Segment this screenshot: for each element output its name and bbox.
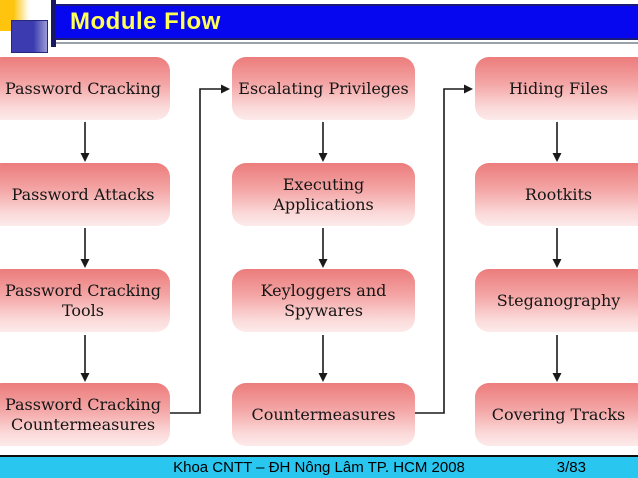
flow-box-covering-tracks: Covering Tracks — [475, 383, 638, 446]
blue-square-decoration — [11, 20, 48, 53]
arrow-col2-row3-row4 — [318, 335, 328, 382]
arrow-col1-row1-row2 — [80, 122, 90, 162]
footer-page-number: 3/83 — [556, 459, 586, 476]
page-title: Module Flow — [70, 8, 221, 35]
elbow-connector-col2-col3 — [415, 84, 473, 414]
flow-box-rootkits: Rootkits — [475, 163, 638, 226]
arrow-col1-row3-row4 — [80, 335, 90, 382]
flow-box-password-attacks: Password Attacks — [0, 163, 170, 226]
title-bar: Module Flow — [56, 4, 638, 40]
arrow-col3-row1-row2 — [552, 122, 562, 162]
flow-box-keyloggers-and-spywares: Keyloggers and Spywares — [232, 269, 415, 332]
elbow-connector-col1-col2 — [170, 84, 230, 414]
flow-box-steganography: Steganography — [475, 269, 638, 332]
flow-box-countermeasures: Countermeasures — [232, 383, 415, 446]
flow-box-escalating-privileges: Escalating Privileges — [232, 57, 415, 120]
arrow-col1-row2-row3 — [80, 228, 90, 268]
flow-box-password-cracking-tools: Password Cracking Tools — [0, 269, 170, 332]
flow-box-password-cracking: Password Cracking — [0, 57, 170, 120]
title-underline — [56, 42, 638, 44]
flow-box-password-cracking-countermeasures: Password Cracking Countermeasures — [0, 383, 170, 446]
navy-divider-bar — [51, 0, 56, 47]
flow-box-hiding-files: Hiding Files — [475, 57, 638, 120]
arrow-col2-row2-row3 — [318, 228, 328, 268]
arrow-col3-row3-row4 — [552, 335, 562, 382]
flow-box-executing-applications: Executing Applications — [232, 163, 415, 226]
footer-text: Khoa CNTT – ĐH Nông Lâm TP. HCM 2008 — [173, 459, 465, 476]
arrow-col2-row1-row2 — [318, 122, 328, 162]
arrow-col3-row2-row3 — [552, 228, 562, 268]
footer-bar: Khoa CNTT – ĐH Nông Lâm TP. HCM 2008 3/8… — [0, 455, 638, 478]
